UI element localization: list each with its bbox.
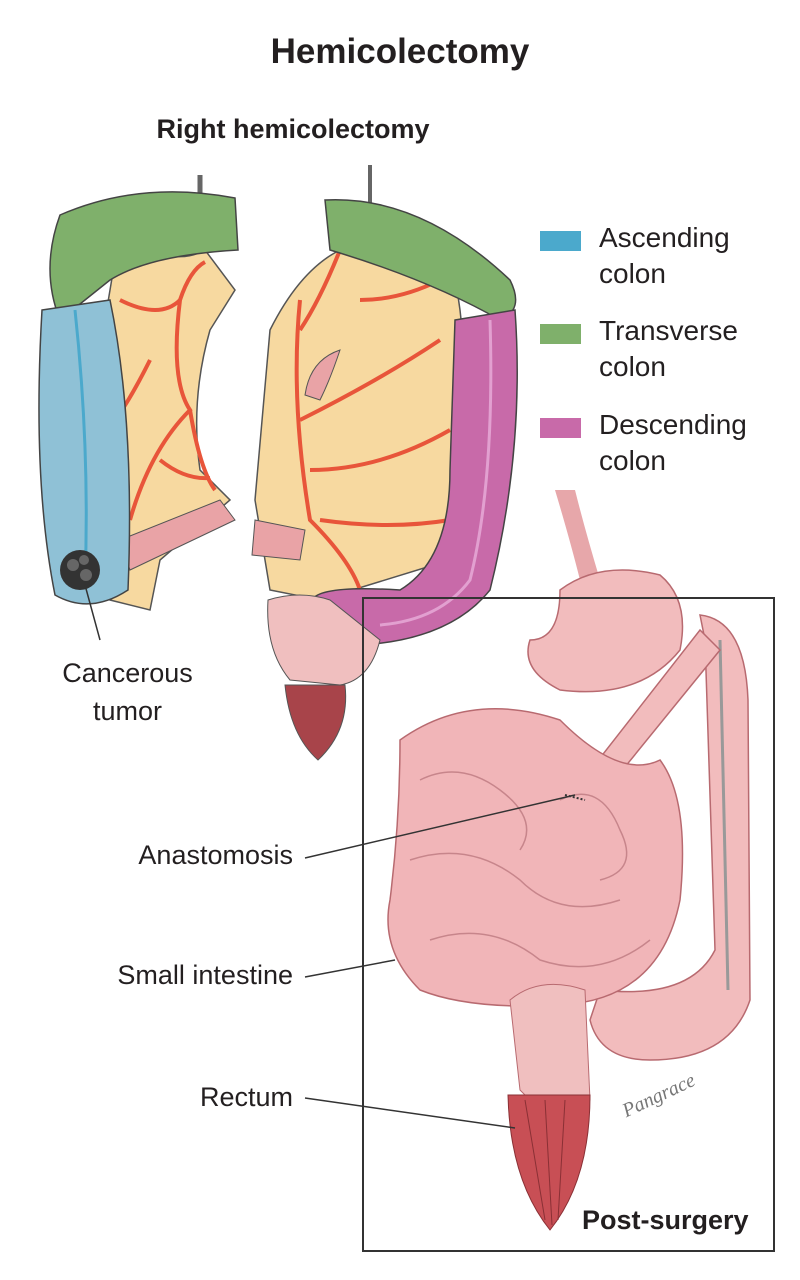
- rectum-specimen: [284, 684, 347, 761]
- tumor: [60, 550, 100, 590]
- legend-label: Descending: [599, 409, 747, 440]
- legend-label: colon: [599, 258, 666, 289]
- legend-label: Ascending: [599, 222, 730, 253]
- legend-label: colon: [599, 351, 666, 382]
- legend-swatch-descending: [540, 418, 581, 438]
- small-intestine: [387, 708, 684, 1007]
- legend-label: colon: [599, 445, 666, 476]
- section-title-right-hemicolectomy: Right hemicolectomy: [156, 114, 430, 144]
- leader-small-intestine: [304, 959, 396, 978]
- legend-descending-colon: Descending colon: [540, 407, 747, 479]
- transverse-colon-segment: [49, 191, 239, 322]
- legend-label: Transverse: [599, 315, 739, 346]
- label-line: tumor: [92, 696, 163, 726]
- legend-transverse-colon: Transverse colon: [540, 313, 738, 385]
- figure-title: Hemicolectomy: [270, 32, 530, 71]
- leader-rectum: [304, 1097, 516, 1129]
- post-surgery-illustration: Pangrace: [387, 490, 751, 1231]
- stomach: [527, 569, 684, 693]
- label-cancerous-tumor: Cancerous tumor: [30, 654, 225, 730]
- transverse-colon-remaining: [324, 198, 517, 321]
- label-rectum: Rectum: [199, 1082, 293, 1112]
- legend-swatch-ascending: [540, 231, 581, 251]
- label-anastomosis: Anastomosis: [138, 840, 293, 870]
- legend-swatch-transverse: [540, 324, 581, 344]
- remaining-colon-post: [589, 614, 751, 1061]
- post-surgery-frame: [362, 597, 775, 1252]
- leader-anastomosis: [304, 794, 576, 859]
- resected-specimen: [38, 175, 239, 641]
- label-line: Cancerous: [62, 658, 193, 688]
- legend-ascending-colon: Ascending colon: [540, 220, 730, 292]
- remaining-colon: [251, 165, 518, 761]
- label-small-intestine: Small intestine: [117, 960, 293, 990]
- post-surgery-label: Post-surgery: [582, 1205, 749, 1235]
